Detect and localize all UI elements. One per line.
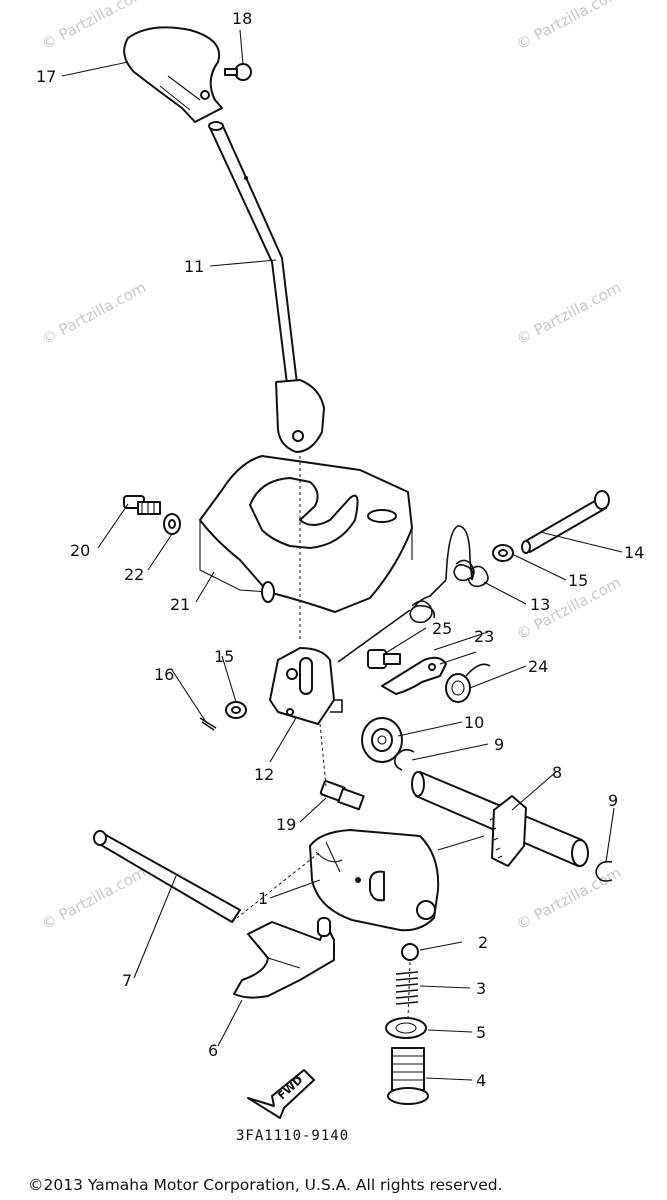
- shift-lever-part: [208, 121, 325, 453]
- callout-18: 18: [232, 9, 252, 28]
- watermark: © Partzilla.com: [513, 0, 624, 54]
- circlip-9-upper-part: [394, 748, 415, 771]
- spring-25-part: [337, 600, 436, 663]
- leader-lines: [61, 29, 623, 1081]
- shift-fork-6-part: [233, 917, 335, 999]
- callout-14: 14: [624, 543, 644, 562]
- callouts: 17 18 11 20 22 21 14 15 13 25 23 24 15 1…: [36, 9, 644, 1090]
- washer-22-part: [163, 513, 181, 535]
- shift-shaft-8-part: [411, 771, 589, 867]
- washer-5-part: [385, 1017, 427, 1039]
- callout-21: 21: [170, 595, 190, 614]
- bolt-20-part: [123, 495, 161, 515]
- shift-pin-part: [224, 63, 252, 81]
- stopper-arm-part: [381, 651, 477, 695]
- drawing-code: 3FA1110-9140: [236, 1128, 349, 1144]
- bearing-10-part: [361, 717, 403, 763]
- callout-13: 13: [530, 595, 550, 614]
- shift-knob-part: [123, 26, 223, 123]
- callout-3: 3: [476, 979, 486, 998]
- callout-24: 24: [528, 657, 548, 676]
- callout-9-upper: 9: [494, 735, 504, 754]
- bolt-19-part: [319, 780, 365, 811]
- callout-8: 8: [552, 763, 562, 782]
- callout-20: 20: [70, 541, 90, 560]
- spring-24-part: [445, 663, 491, 703]
- copyright-notice: ©2013 Yamaha Motor Corporation, U.S.A. A…: [28, 1176, 503, 1194]
- callout-12: 12: [254, 765, 274, 784]
- callout-25: 25: [432, 619, 452, 638]
- spring-13-part: [413, 525, 489, 609]
- watermark: © Partzilla.com: [38, 278, 149, 348]
- callout-4: 4: [476, 1071, 486, 1090]
- washer-15-lower-part: [225, 701, 247, 719]
- circlip-9-lower-part: [595, 860, 613, 882]
- callout-15-lower: 15: [214, 647, 234, 666]
- callout-22: 22: [124, 565, 144, 584]
- callout-9-lower: 9: [608, 791, 618, 810]
- callout-11: 11: [184, 257, 204, 276]
- callout-6: 6: [208, 1041, 218, 1060]
- fwd-arrow-icon: FWD: [247, 1069, 315, 1119]
- callout-10: 10: [464, 713, 484, 732]
- watermark: © Partzilla.com: [513, 278, 624, 348]
- callout-7: 7: [122, 971, 132, 990]
- shift-drum-1-part: [309, 829, 440, 932]
- pin-16-part: [199, 717, 217, 731]
- callout-19: 19: [276, 815, 296, 834]
- plug-4-part: [387, 1047, 429, 1105]
- callout-5: 5: [476, 1023, 486, 1042]
- bolt-23-part: [367, 649, 401, 669]
- callout-1: 1: [258, 889, 268, 908]
- shift-guide-part: [199, 455, 413, 613]
- washer-15-upper-part: [492, 544, 514, 562]
- watermark: © Partzilla.com: [513, 863, 624, 933]
- callout-16: 16: [154, 665, 174, 684]
- watermark: © Partzilla.com: [38, 863, 149, 933]
- callout-15-upper: 15: [568, 571, 588, 590]
- callout-2: 2: [478, 933, 488, 952]
- ball-2-part: [401, 943, 419, 961]
- callout-23: 23: [474, 627, 494, 646]
- callout-17: 17: [36, 67, 56, 86]
- assembly-guidelines: [231, 456, 411, 1019]
- spring-3-part: [395, 971, 419, 1005]
- shift-arm-12-part: [269, 647, 343, 725]
- fork-rod-7-part: [93, 830, 241, 923]
- shaft-14-part: [521, 490, 610, 554]
